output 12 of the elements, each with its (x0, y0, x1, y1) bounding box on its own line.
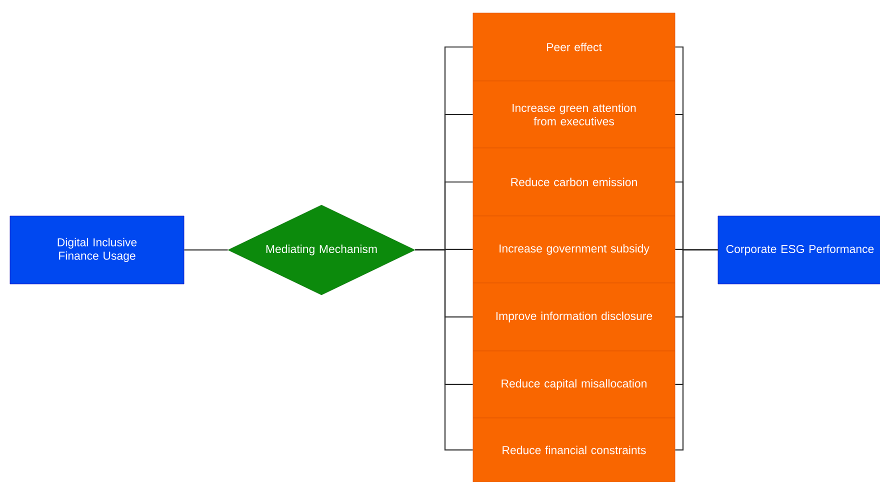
mechanism-box: Peer effect (472, 12, 676, 82)
mechanism-box: Reduce carbon emission (472, 148, 676, 216)
connector-line (184, 249, 228, 251)
mechanism-box: Reduce capital misallocation (472, 350, 676, 418)
mechanism-box: Reduce financial constraints (472, 418, 676, 482)
concept-box: Corporate ESG Performance (718, 216, 880, 284)
mechanism-box: Increase green attention from executives (472, 80, 676, 148)
connector-line (415, 249, 473, 451)
mechanism-box: Increase government subsidy (472, 216, 676, 284)
concept-box: Digital Inclusive Finance Usage (10, 216, 184, 284)
mechanism-box: Improve information disclosure (472, 282, 676, 352)
connector-line (675, 249, 718, 451)
